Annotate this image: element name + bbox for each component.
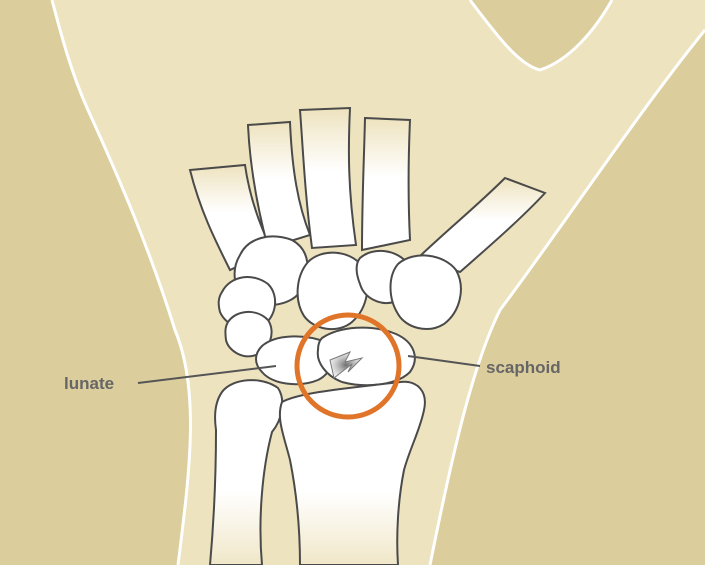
- metacarpal-2: [362, 118, 410, 250]
- trapezium: [391, 255, 461, 329]
- scaphoid-label: scaphoid: [486, 358, 561, 377]
- lunate-label: lunate: [64, 374, 114, 393]
